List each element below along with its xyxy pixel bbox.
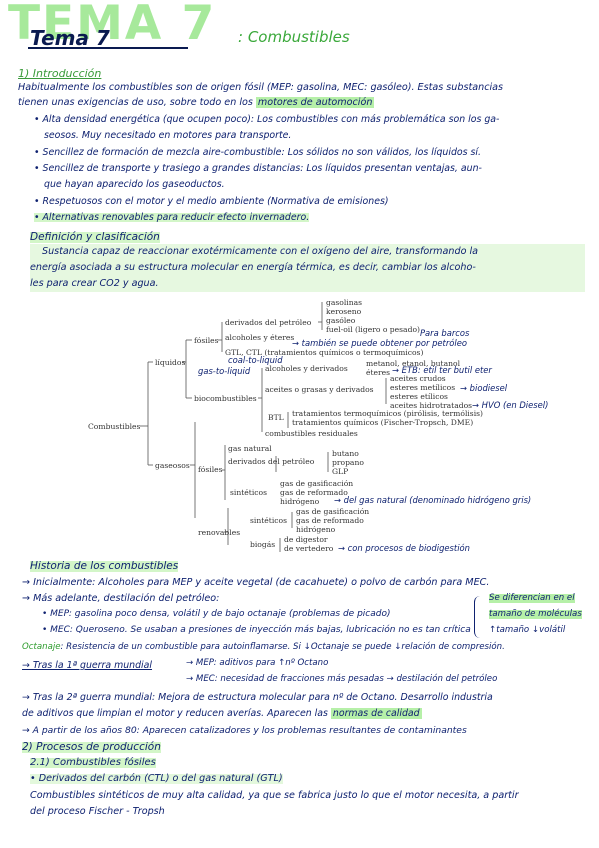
procesos-line-2: del proceso Fischer - Tropsh xyxy=(30,806,165,817)
octanaje-text: : Resistencia de un combustible para aut… xyxy=(60,642,505,652)
tree-sinteticos-g: sintéticos xyxy=(230,488,267,497)
tree-fosiles-gaseosos: fósiles xyxy=(198,465,223,474)
definicion-heading: Definición y clasificación xyxy=(30,231,160,243)
tree-alcoholes-eteres: alcoholes y éteres xyxy=(225,333,295,342)
tree-fosiles-liquidos: fósiles xyxy=(194,336,219,345)
intro-line-1: Habitualmente los combustibles son de or… xyxy=(18,82,504,93)
tree-gas-natural: gas natural xyxy=(228,444,272,453)
anos-80: → A partir de los años 80: Aparecen cata… xyxy=(22,725,467,736)
normas-calidad-highlight: normas de calidad xyxy=(330,708,422,719)
intro-heading: 1) Introducción xyxy=(18,67,102,80)
procesos-heading: 2) Procesos de producción xyxy=(22,741,161,753)
segunda-guerra-2: de aditivos que limpian el motor y reduc… xyxy=(22,708,422,719)
tree-gas-reform-r: gas de reformado xyxy=(296,516,364,525)
note-gas-natural: → del gas natural (denominado hidrógeno … xyxy=(334,495,532,505)
tree-gas-gasif-r: gas de gasificación xyxy=(296,507,370,516)
tree-fueloil: fuel-oil (ligero o pesado) xyxy=(326,325,420,334)
procesos-sub: 2.1) Combustibles fósiles xyxy=(30,757,156,768)
tree-biogas: biogás xyxy=(250,540,276,549)
page-subtitle: : Combustibles xyxy=(238,28,350,46)
side-note-2: tamaño de moléculas xyxy=(489,609,582,619)
tree-derivados-petroleo-g: derivados del petróleo xyxy=(228,457,315,466)
side-note-1: Se diferencian en el xyxy=(489,593,575,603)
tree-residuales: combustibles residuales xyxy=(265,429,358,438)
tree-hidrogeno-r: hidrógeno xyxy=(296,525,336,534)
note-hvo: → HVO (en Diesel) xyxy=(472,400,549,410)
note-biodigestion: → con procesos de biodigestión xyxy=(338,543,470,553)
tree-liquidos: líquidos xyxy=(155,358,186,367)
historia-line-1: → Inicialmente: Alcoholes para MEP y ace… xyxy=(22,577,490,588)
note-tambien-se-puede: → también se puede obtener por petróleo xyxy=(292,338,468,348)
tree-esteres-metilicos: esteres metílicos xyxy=(390,383,456,392)
tree-btl: BTL xyxy=(268,413,284,422)
tree-metanol: metanol, etanol, butanol xyxy=(366,359,461,368)
big-title: TEMA 7 xyxy=(8,0,217,51)
tree-eteres: éteres xyxy=(366,368,391,377)
note-para-barcos: Para barcos xyxy=(420,328,470,338)
tree-propano: propano xyxy=(332,458,364,467)
definicion-line-3: les para crear CO2 y agua. xyxy=(30,278,159,289)
mec-necesidad: → MEC: necesidad de fracciones más pesad… xyxy=(186,674,498,684)
tree-glp: GLP xyxy=(332,467,349,476)
tree-hidrogeno: hidrógeno xyxy=(280,497,320,506)
historia-line-3: • MEP: gasolina poco densa, volátil y de… xyxy=(42,609,391,619)
intro-line-2: tienen unas exigencias de uso, sobre tod… xyxy=(18,97,375,108)
tree-aceites-grasas: aceites o grasas y derivados xyxy=(265,385,374,394)
intro-bullet-1-line-2: seosos. Muy necesitado en motores para t… xyxy=(44,130,292,141)
note-coal-to-liquid: coal-to-liquid xyxy=(228,355,283,365)
segunda-guerra-2-text: de aditivos que limpian el motor y reduc… xyxy=(22,708,331,719)
procesos-line-1: Combustibles sintéticos de muy alta cali… xyxy=(30,790,519,801)
side-note-brace xyxy=(474,596,483,638)
historia-line-4: • MEC: Queroseno. Se usaban a presiones … xyxy=(42,625,471,635)
octanaje-label: Octanaje xyxy=(22,642,61,652)
intro-bullet-3-line-2: que hayan aparecido los gaseoductos. xyxy=(44,179,225,190)
tree-de-digestor: de digestor xyxy=(284,535,328,544)
primera-guerra: → Tras la 1ª guerra mundial xyxy=(22,660,153,671)
note-etb: → ETB: etil ter butil eter xyxy=(392,365,492,375)
tree-root: Combustibles xyxy=(88,422,141,431)
tree-gas-gasif: gas de gasificación xyxy=(280,479,354,488)
tree-biocombustibles: biocombustibles xyxy=(194,394,257,403)
tree-derivados-petroleo: derivados del petróleo xyxy=(225,318,312,327)
note-biodiesel: → biodiesel xyxy=(460,383,508,393)
tree-gasolinas: gasolinas xyxy=(326,298,363,307)
definicion-line-1: Sustancia capaz de reaccionar exotérmica… xyxy=(42,246,479,257)
intro-bullet-4-line-1: • Respetuosos con el motor y el medio am… xyxy=(34,196,389,207)
intro-bullet-1-line-1: • Alta densidad energética (que ocupen p… xyxy=(34,114,500,125)
tree-gas-reform: gas de reformado xyxy=(280,488,348,497)
procesos-bullet: • Derivados del carbón (CTL) o del gas n… xyxy=(30,773,283,784)
intro-line-2-highlight: motores de automoción xyxy=(255,97,375,108)
intro-line-2-text: tienen unas exigencias de uso, sobre tod… xyxy=(18,97,256,108)
historia-heading: Historia de los combustibles xyxy=(30,560,179,572)
tree-renovables: renovables xyxy=(198,528,241,537)
definicion-band xyxy=(30,244,585,292)
title-script: Tema 7 xyxy=(30,26,110,50)
intro-bullet-3-line-1: • Sencillez de transporte y trasiego a g… xyxy=(34,163,482,174)
mep-aditivos: → MEP: aditivos para ↑nº Octano xyxy=(186,658,329,668)
title-underline xyxy=(28,47,188,49)
intro-bullet-5-line-1: • Alternativas renovables para reducir e… xyxy=(34,212,310,223)
tree-de-vertedero: de vertedero xyxy=(284,544,334,553)
historia-line-2: → Más adelante, destilación del petróleo… xyxy=(22,593,220,604)
tree-aceites-crudos: aceites crudos xyxy=(390,374,446,383)
segunda-guerra-1: → Tras la 2ª guerra mundial: Mejora de e… xyxy=(22,692,493,703)
tree-trat-termo: tratamientos termoquímicos (pirólisis, t… xyxy=(292,409,483,418)
tree-aceites-hidro: aceites hidrotratados xyxy=(390,401,473,410)
tree-trat-quim: tratamientos químicos (Fischer-Tropsch, … xyxy=(292,418,474,427)
intro-bullet-2-line-1: • Sencillez de formación de mezcla aire-… xyxy=(34,147,481,158)
tree-gaseosos: gaseosos xyxy=(155,461,190,470)
tree-esteres-etilicos: esteres etílicos xyxy=(390,392,448,401)
tree-keroseno: keroseno xyxy=(326,307,362,316)
tree-alcoholes-derivados: alcoholes y derivados xyxy=(265,364,348,373)
note-gas-to-liquid: gas-to-liquid xyxy=(198,366,251,376)
octanaje-line: Octanaje: Resistencia de un combustible … xyxy=(22,643,505,652)
tree-gasoleo: gasóleo xyxy=(326,316,356,325)
tree-sinteticos-r: sintéticos xyxy=(250,516,287,525)
side-note-3: ↑tamaño ↓volátil xyxy=(489,625,566,635)
tree-butano: butano xyxy=(332,449,359,458)
definicion-line-2: energía asociada a su estructura molecul… xyxy=(30,262,476,273)
tree-gtl-ctl: GTL, CTL (tratamientos químicos o termoq… xyxy=(225,348,424,357)
